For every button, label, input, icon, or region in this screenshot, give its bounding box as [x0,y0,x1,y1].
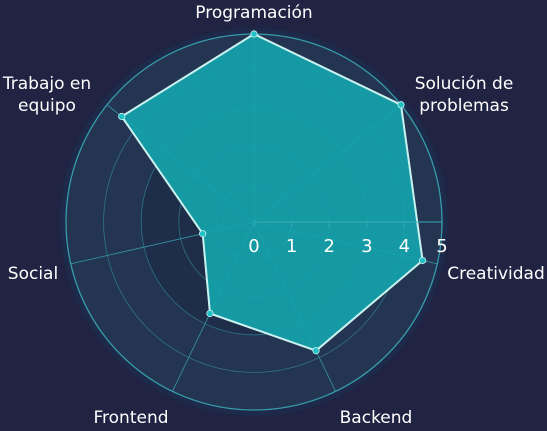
data-point-7 [118,112,126,121]
data-point-1 [250,30,258,38]
data-point-3 [419,256,427,265]
category-label-1: Programación [195,3,312,23]
category-label-2-line-1: Solución de [415,74,514,94]
category-label-3: Creatividad [447,264,545,284]
data-point-4 [312,347,320,355]
category-label-5: Frontend [93,408,168,428]
radial-tick-label-0: 0 [248,236,259,257]
radial-tick-label-3: 3 [361,236,372,257]
category-label-7-line-2: equipo [18,96,76,116]
data-point-6 [199,230,207,238]
category-label-6: Social [8,264,58,284]
radial-tick-label-2: 2 [323,236,334,257]
radial-tick-label-4: 4 [399,236,410,257]
data-point-5 [206,309,214,318]
series-area-1 [120,33,424,352]
radial-tick-label-1: 1 [286,236,297,257]
category-label-2-line-2: problemas [419,96,509,116]
radial-tick-label-5: 5 [436,236,447,257]
category-label-4: Backend [340,408,413,428]
data-point-2 [397,101,405,109]
category-label-7-line-1: Trabajo en [2,74,91,94]
